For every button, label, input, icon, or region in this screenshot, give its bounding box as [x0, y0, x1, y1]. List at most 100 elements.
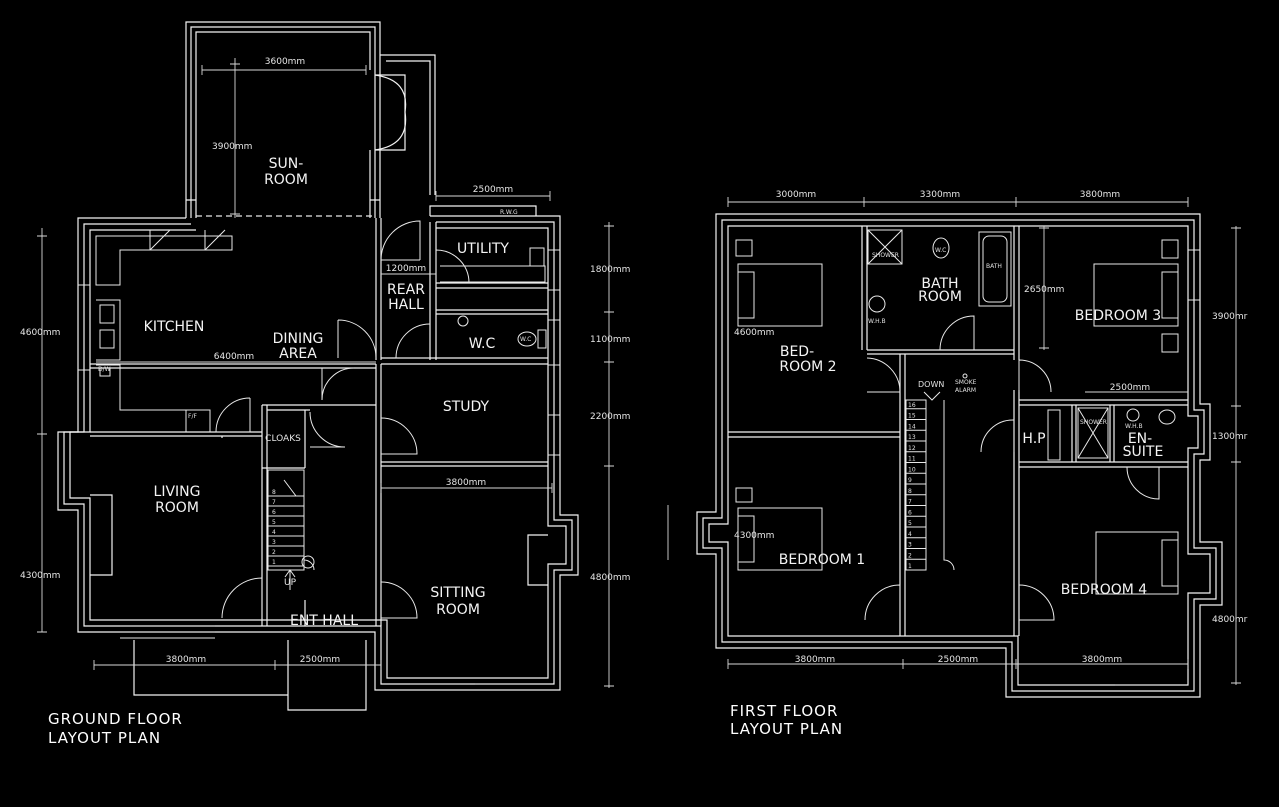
dim-left-lower: 4300mm	[20, 571, 60, 581]
label-rwg: R.W.G	[500, 209, 518, 216]
dim-bottom-mid: 2500mm	[300, 655, 340, 665]
label-wc-small: W.C	[520, 336, 531, 343]
room-label-utility: UTILITY	[457, 241, 509, 257]
ground-stair-step-number: 5	[272, 519, 276, 526]
room-label-ent-hall: ENT HALL	[290, 613, 358, 629]
wc-fittings	[457, 315, 547, 349]
ground-internal-walls	[90, 218, 548, 626]
room-label-bed2-1: BED-	[780, 344, 814, 360]
ground-dimension-lines	[37, 58, 614, 688]
first-internal-walls	[728, 226, 1188, 636]
room-label-bed1: BEDROOM 1	[779, 552, 865, 568]
dim-ff-bottom-1: 3800mm	[795, 655, 835, 665]
dim-right-3: 2200mm	[590, 412, 630, 422]
room-label-bed4: BEDROOM 4	[1061, 582, 1148, 598]
room-label-kitchen: KITCHEN	[144, 319, 205, 335]
ground-stair-step-number: 3	[272, 539, 276, 546]
first-floor-title-2: LAYOUT PLAN	[730, 720, 843, 738]
dim-bed3-height: 2650mm	[1024, 285, 1064, 295]
first-stair-step-number: 14	[908, 423, 916, 430]
room-label-bath-1: BATH	[921, 276, 958, 292]
label-smoke-2: ALARM	[955, 387, 976, 394]
dim-ff-right-1: 3900mr	[1212, 312, 1248, 322]
first-stair-step-number: 9	[908, 477, 912, 484]
room-label-dining-2: AREA	[279, 346, 317, 362]
first-stair-step-number: 2	[908, 552, 912, 559]
first-stair-step-number: 6	[908, 509, 912, 516]
utility-fittings	[440, 247, 546, 283]
room-label-hp: H.P	[1022, 431, 1045, 447]
dim-rear-hall-width: 1200mm	[386, 264, 426, 274]
dim-right-1: 1800mm	[590, 265, 630, 275]
dim-kitchen-width: 6400mm	[214, 352, 254, 362]
dim-ff-right-2: 1300mr	[1212, 432, 1248, 442]
ground-outer-walls	[57, 205, 579, 691]
ground-windows	[78, 249, 560, 685]
first-floor-title-1: FIRST FLOOR	[730, 702, 838, 720]
first-dimension-lines	[667, 197, 1241, 685]
dim-sunroom-height: 3900mm	[212, 142, 252, 152]
dim-ff-bottom-2: 2500mm	[938, 655, 978, 665]
label-whb: W.H.B	[868, 318, 886, 325]
bathroom-fittings	[867, 229, 1176, 461]
room-label-sitting-1: SITTING	[430, 585, 485, 601]
ground-door-swings	[215, 220, 470, 619]
first-stair-step-number: 11	[908, 456, 916, 463]
dim-ensuite-width: 2500mm	[1110, 383, 1150, 393]
first-windows	[760, 213, 1200, 686]
first-stair-step-number: 16	[908, 402, 916, 409]
label-down: DOWN	[918, 380, 944, 389]
entrance-porch	[133, 640, 367, 711]
first-stair-step-number: 3	[908, 542, 912, 549]
dim-bed1-height: 4300mm	[734, 531, 774, 541]
room-label-rear-hall-2: HALL	[388, 297, 424, 313]
room-label-bed2-2: ROOM 2	[779, 359, 836, 375]
ground-stair-step-number: 6	[272, 509, 276, 516]
bed-shapes	[735, 239, 1179, 595]
first-stair-step-number: 12	[908, 445, 916, 452]
room-label-ensuite-2: SUITE	[1123, 444, 1164, 460]
room-label-sitting-2: ROOM	[436, 602, 480, 618]
dim-sunroom-width: 3600mm	[265, 57, 305, 67]
room-label-rear-hall-1: REAR	[387, 282, 425, 298]
dim-right-4: 4800mm	[590, 573, 630, 583]
ground-stair-step-number: 4	[272, 529, 276, 536]
sunroom-door	[374, 54, 436, 195]
room-label-ensuite-1: EN-	[1128, 431, 1152, 447]
room-label-bed3: BEDROOM 3	[1075, 308, 1161, 324]
label-smoke-1: SMOKE	[955, 379, 977, 386]
label-whb-2: W.H.B	[1125, 423, 1143, 430]
label-ff-wc: W.C	[935, 247, 946, 254]
label-shower-2: SHOWER	[1080, 419, 1107, 426]
dim-rear-top: 2500mm	[473, 185, 513, 195]
dim-ff-bottom-3: 3800mm	[1082, 655, 1122, 665]
label-fridge: F/F	[188, 413, 197, 420]
ground-stair-step-number: 1	[272, 559, 276, 566]
dim-bed2-height: 4600mm	[734, 328, 774, 338]
dim-ff-top-2: 3300mm	[920, 190, 960, 200]
dim-ff-top-1: 3000mm	[776, 190, 816, 200]
room-label-sunroom-1: SUN-	[269, 156, 304, 172]
dim-right-2: 1100mm	[590, 335, 630, 345]
room-label-bath-2: ROOM	[918, 289, 962, 305]
ground-stair-step-number: 7	[272, 499, 276, 506]
first-stair-step-number: 5	[908, 520, 912, 527]
label-up: UP	[284, 578, 297, 588]
first-stair-step-number: 1	[908, 563, 912, 570]
room-label-living-2: ROOM	[155, 500, 199, 516]
first-stair-step-number: 8	[908, 488, 912, 495]
ground-floor-title-1: GROUND FLOOR	[48, 710, 183, 728]
ground-stair-step-number: 2	[272, 549, 276, 556]
room-label-cloaks: CLOAKS	[265, 434, 301, 444]
room-label-living-1: LIVING	[154, 484, 201, 500]
first-outer-walls	[696, 213, 1223, 698]
dim-ff-top-3: 3800mm	[1080, 190, 1120, 200]
first-stair-step-number: 13	[908, 434, 916, 441]
sunroom-walls	[185, 21, 381, 218]
first-stair-step-number: 10	[908, 466, 916, 473]
dim-bottom-left: 3800mm	[166, 655, 206, 665]
room-label-wc: W.C	[469, 336, 496, 352]
